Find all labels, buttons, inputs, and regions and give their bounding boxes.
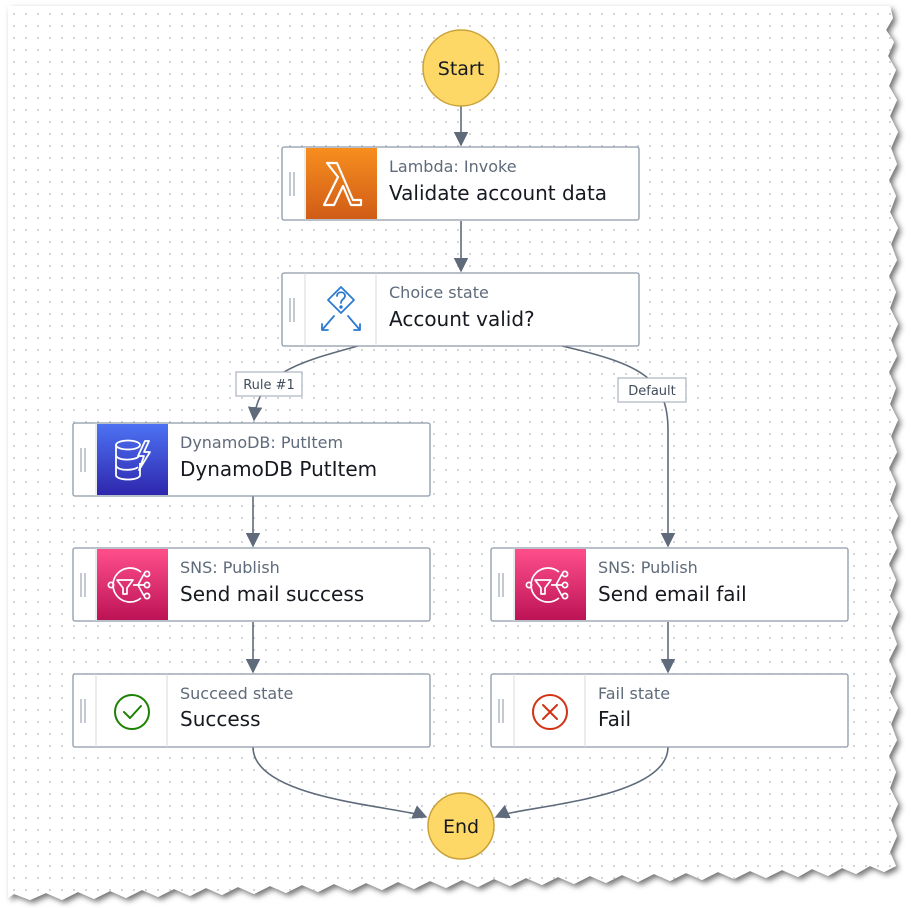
drag-handle[interactable]	[80, 573, 86, 597]
validate-type: Lambda: Invoke	[389, 157, 517, 176]
drag-handle[interactable]	[289, 298, 295, 322]
succeed-type: Succeed state	[180, 684, 293, 703]
fail-type: Fail state	[598, 684, 670, 703]
x-circle-icon	[532, 694, 568, 730]
edge-succeed-to-end[interactable]	[252, 746, 428, 819]
choice-icon	[321, 286, 361, 331]
drag-handle[interactable]	[498, 699, 504, 723]
edge-choice-to-dynamo[interactable]	[247, 345, 359, 422]
state-dynamodb-putitem[interactable]: DynamoDB: PutItem DynamoDB PutItem	[72, 422, 431, 497]
state-fail[interactable]: Fail state Fail	[490, 673, 849, 748]
dynamodb-icon	[115, 439, 151, 481]
end-node[interactable]: End	[427, 792, 495, 860]
sns-success-type: SNS: Publish	[180, 558, 280, 577]
state-send-mail-success[interactable]: SNS: Publish Send mail success	[72, 547, 431, 622]
edge-label-default[interactable]: Default	[617, 377, 687, 403]
choice-name: Account valid?	[389, 307, 535, 331]
check-circle-icon	[114, 694, 150, 730]
sns-fail-type: SNS: Publish	[598, 558, 698, 577]
drag-handle[interactable]	[80, 448, 86, 472]
edge-label-rule1[interactable]: Rule #1	[235, 371, 303, 397]
end-label: End	[443, 816, 479, 838]
dynamo-name: DynamoDB PutItem	[180, 457, 377, 481]
state-validate-account-data[interactable]: Lambda: Invoke Validate account data	[281, 146, 640, 221]
dynamo-type: DynamoDB: PutItem	[180, 433, 343, 452]
choice-type: Choice state	[389, 283, 489, 302]
validate-name: Validate account data	[389, 181, 607, 205]
fail-name: Fail	[598, 707, 631, 731]
lambda-icon	[322, 161, 363, 207]
edge-label-rule1-text: Rule #1	[243, 378, 295, 393]
sns-icon	[525, 567, 569, 603]
drag-handle[interactable]	[289, 172, 295, 196]
edge-fail-to-end[interactable]	[494, 746, 669, 819]
state-success[interactable]: Succeed state Success	[72, 673, 431, 748]
edges	[245, 106, 676, 819]
state-account-valid[interactable]: Choice state Account valid?	[281, 272, 640, 347]
drag-handle[interactable]	[498, 573, 504, 597]
drag-handle[interactable]	[80, 699, 86, 723]
start-label: Start	[438, 58, 484, 80]
sns-icon	[107, 567, 151, 603]
edge-label-default-text: Default	[628, 384, 676, 399]
sns-fail-name: Send email fail	[598, 582, 747, 606]
succeed-name: Success	[180, 707, 261, 731]
state-send-email-fail[interactable]: SNS: Publish Send email fail	[490, 547, 849, 622]
sns-success-name: Send mail success	[180, 582, 364, 606]
start-node[interactable]: Start	[422, 29, 500, 107]
